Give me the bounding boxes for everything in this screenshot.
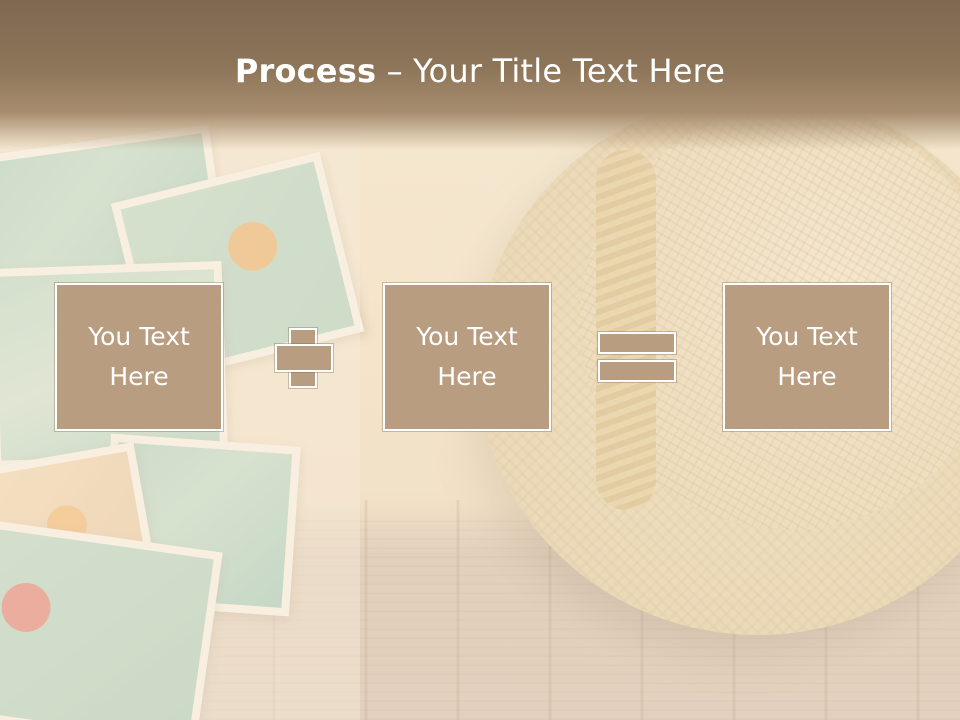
straw-hat-band-image bbox=[596, 150, 656, 510]
plus-icon bbox=[291, 346, 315, 370]
slide-title-bold: Process bbox=[234, 52, 377, 90]
process-box-input-2[interactable]: You Text Here bbox=[383, 283, 551, 431]
title-bar bbox=[0, 0, 960, 150]
process-box-input-1[interactable]: You Text Here bbox=[55, 283, 223, 431]
process-box-text: You Text Here bbox=[88, 322, 190, 391]
process-box-text: You Text Here bbox=[416, 322, 518, 391]
process-box-result[interactable]: You Text Here bbox=[723, 283, 891, 431]
process-box-text: You Text Here bbox=[756, 322, 858, 391]
slide-title: Process – Your Title Text Here bbox=[0, 52, 960, 90]
equals-icon-bottom-bar bbox=[598, 360, 676, 382]
equals-icon-top-bar bbox=[598, 332, 676, 354]
slide-title-rest: – Your Title Text Here bbox=[376, 52, 726, 90]
